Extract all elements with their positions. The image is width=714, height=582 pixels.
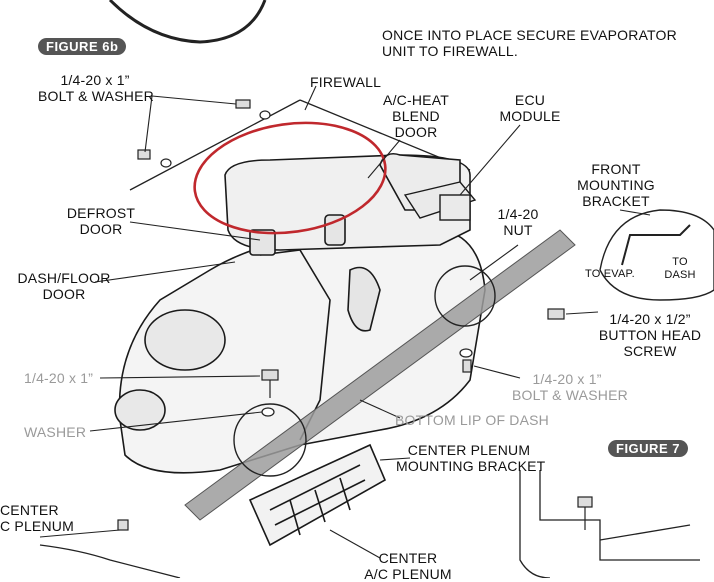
label-front-mounting-bracket: FRONT MOUNTING BRACKET: [566, 161, 666, 209]
label-firewall: FIREWALL: [310, 74, 382, 90]
label-blend-door-line1: A/C-HEAT: [383, 92, 449, 108]
figure-7-badge: FIGURE 7: [608, 440, 688, 457]
label-bolt-washer-right-line1: 1/4-20 x 1”: [532, 371, 602, 387]
evaporator-unit: [114, 152, 486, 474]
instruction-line-2: UNIT TO FIREWALL.: [382, 43, 518, 59]
label-center-left-line2: C PLENUM: [0, 518, 74, 534]
label-button-head-screw: 1/4-20 x 1/2” BUTTON HEAD SCREW: [595, 311, 705, 359]
label-defrost-door: DEFROST DOOR: [66, 205, 136, 237]
instruction-line-1: ONCE INTO PLACE SECURE EVAPORATOR: [382, 27, 677, 43]
label-to-dash: TO DASH: [662, 256, 698, 282]
leader-lines: [39, 85, 651, 559]
label-bolt-left: 1/4-20 x 1”: [24, 370, 94, 386]
label-center-plenum-bracket: CENTER PLENUM MOUNTING BRACKET: [396, 442, 546, 474]
label-center-plenum-bracket-line1: CENTER PLENUM: [407, 442, 531, 458]
label-front-bracket-line2: MOUNTING: [577, 177, 655, 193]
washer-detail-circle: [233, 403, 307, 477]
label-bottom-lip-of-dash: BOTTOM LIP OF DASH: [395, 412, 549, 428]
ecu-module: [403, 181, 477, 221]
label-button-screw-line2: BUTTON HEAD: [598, 327, 702, 343]
label-bolt-washer-right-line2: BOLT & WASHER: [512, 387, 628, 403]
label-dash-floor-door: DASH/FLOOR DOOR: [14, 270, 114, 302]
label-blend-door: A/C-HEAT BLEND DOOR: [378, 92, 454, 140]
label-center-bottom-line1: CENTER: [378, 550, 438, 566]
front-bracket-detail-circle: [599, 209, 714, 301]
front-bracket-shape: [621, 224, 691, 266]
label-button-screw-line1: 1/4-20 x 1/2”: [609, 311, 691, 327]
dash-lip-strip: [184, 229, 576, 521]
center-plenum-grill: [248, 443, 387, 547]
label-washer-left: WASHER: [24, 424, 87, 440]
instruction-text: ONCE INTO PLACE SECURE EVAPORATOR UNIT T…: [382, 27, 677, 59]
label-defrost-line1: DEFROST: [66, 205, 136, 221]
label-to-evap: TO EVAP.: [585, 268, 635, 280]
label-front-bracket-line3: BRACKET: [582, 193, 650, 209]
highlight-circle: [193, 121, 387, 235]
label-to-dash-line2: DASH: [664, 269, 696, 281]
label-dash-floor-line1: DASH/FLOOR: [17, 270, 111, 286]
label-center-plenum-bracket-line2: MOUNTING BRACKET: [396, 458, 546, 474]
label-defrost-line2: DOOR: [79, 221, 123, 237]
label-ecu-module: ECU MODULE: [495, 92, 565, 124]
label-dash-floor-line2: DOOR: [42, 286, 86, 302]
label-bolt-washer-right: 1/4-20 x 1” BOLT & WASHER: [512, 371, 628, 403]
label-nut: 1/4-20 NUT: [490, 206, 546, 238]
label-center-plenum-left: CENTER C PLENUM: [0, 502, 74, 534]
label-center-ac-plenum: CENTER A/C PLENUM: [360, 550, 456, 582]
label-center-bottom-line2: A/C PLENUM: [364, 566, 452, 582]
label-ecu-line1: ECU: [514, 92, 546, 108]
label-center-left-line1: CENTER: [0, 502, 59, 518]
label-bolt-washer-top-line1: 1/4-20 x 1”: [60, 72, 130, 88]
label-front-bracket-line1: FRONT: [591, 161, 641, 177]
figure-6b-badge: FIGURE 6b: [38, 38, 127, 55]
label-to-dash-line1: TO: [672, 256, 688, 268]
label-blend-door-line3: DOOR: [394, 124, 438, 140]
label-ecu-line2: MODULE: [499, 108, 561, 124]
label-nut-line2: NUT: [503, 222, 533, 238]
label-blend-door-line2: BLEND: [392, 108, 440, 124]
label-bolt-washer-top: 1/4-20 x 1” BOLT & WASHER: [38, 72, 154, 104]
label-nut-line1: 1/4-20: [497, 206, 539, 222]
nut-detail-circle: [434, 265, 496, 327]
previous-figure-circle: [108, 0, 267, 44]
label-bolt-washer-top-line2: BOLT & WASHER: [38, 88, 154, 104]
label-button-screw-line3: SCREW: [623, 343, 677, 359]
